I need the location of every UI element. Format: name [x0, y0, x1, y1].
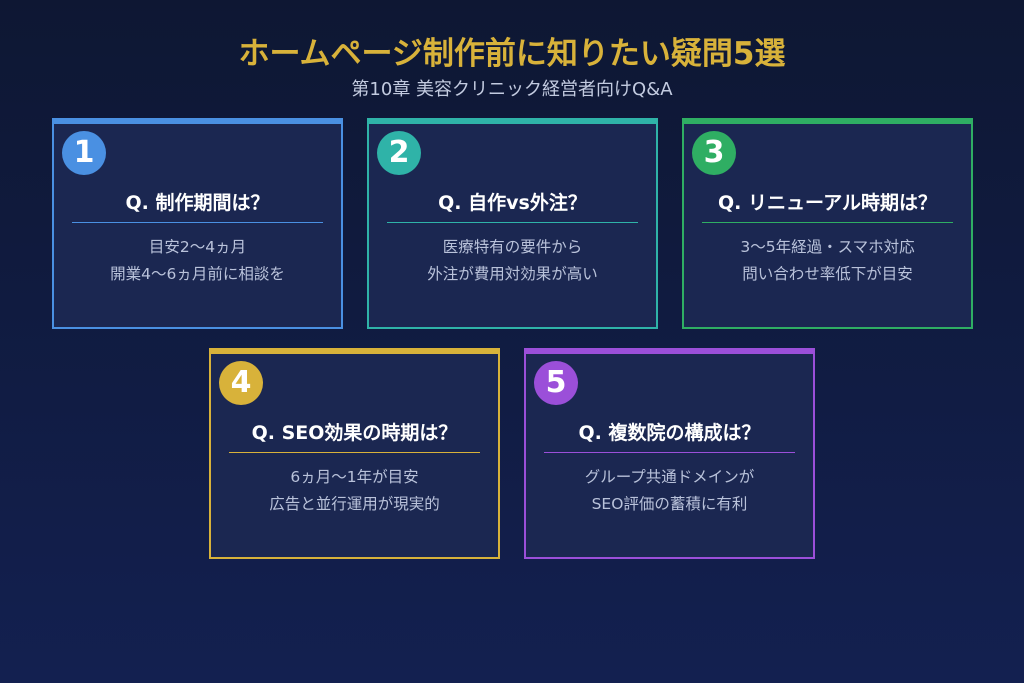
number-badge-icon: 1	[62, 131, 106, 175]
answer-text: 医療特有の要件から 外注が費用対効果が高い	[369, 234, 656, 288]
answer-text: 目安2〜4ヵ月 開業4〜6ヵ月前に相談を	[54, 234, 341, 288]
faq-card-4: 4 Q. SEO効果の時期は？ 6ヵ月〜1年が目安 広告と並行運用が現実的	[209, 348, 500, 559]
faq-card-5: 5 Q. 複数院の構成は？ グループ共通ドメインが SEO評価の蓄積に有利	[524, 348, 815, 559]
answer-line-2: SEO評価の蓄積に有利	[591, 495, 748, 513]
divider	[544, 452, 795, 453]
answer-line-2: 広告と並行運用が現実的	[269, 495, 440, 513]
number-badge-icon: 4	[219, 361, 263, 405]
answer-text: 6ヵ月〜1年が目安 広告と並行運用が現実的	[211, 464, 498, 518]
question-text: Q. 制作期間は？	[125, 192, 270, 214]
answer-line-2: 開業4〜6ヵ月前に相談を	[110, 265, 285, 283]
faq-card-3: 3 Q. リニューアル時期は？ 3〜5年経過・スマホ対応 問い合わせ率低下が目安	[682, 118, 973, 329]
question-text: Q. リニューアル時期は？	[717, 192, 938, 214]
number-badge-icon: 2	[377, 131, 421, 175]
page-title: ホームページ制作前に知りたい疑問5選	[238, 36, 786, 72]
answer-line-1: 医療特有の要件から	[442, 238, 583, 256]
question-text: Q. SEO効果の時期は？	[251, 422, 458, 444]
question-text: Q. 自作vs外注？	[438, 192, 587, 214]
number-badge-icon: 3	[692, 131, 736, 175]
number-badge-icon: 5	[534, 361, 578, 405]
divider	[229, 452, 480, 453]
answer-line-1: 6ヵ月〜1年が目安	[290, 468, 419, 486]
answer-line-1: グループ共通ドメインが	[584, 468, 755, 486]
answer-line-1: 3〜5年経過・スマホ対応	[740, 238, 915, 256]
answer-line-2: 問い合わせ率低下が目安	[742, 265, 913, 283]
answer-text: グループ共通ドメインが SEO評価の蓄積に有利	[526, 464, 813, 518]
question-text: Q. 複数院の構成は？	[578, 422, 761, 444]
divider	[72, 222, 323, 223]
divider	[702, 222, 953, 223]
divider	[387, 222, 638, 223]
answer-line-2: 外注が費用対効果が高い	[427, 265, 598, 283]
page-subtitle: 第10章 美容クリニック経営者向けQ&A	[351, 79, 673, 100]
faq-card-1: 1 Q. 制作期間は？ 目安2〜4ヵ月 開業4〜6ヵ月前に相談を	[52, 118, 343, 329]
answer-line-1: 目安2〜4ヵ月	[148, 238, 247, 256]
faq-card-2: 2 Q. 自作vs外注？ 医療特有の要件から 外注が費用対効果が高い	[367, 118, 658, 329]
answer-text: 3〜5年経過・スマホ対応 問い合わせ率低下が目安	[684, 234, 971, 288]
